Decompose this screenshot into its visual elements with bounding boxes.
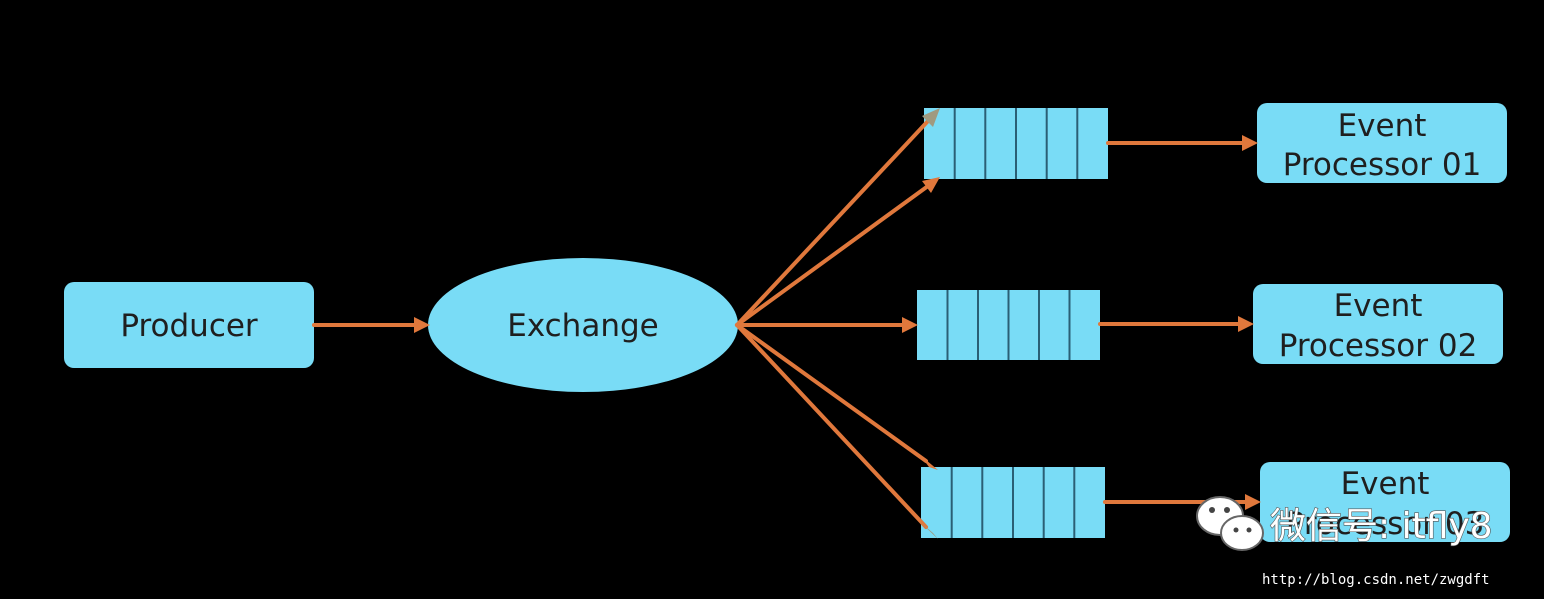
arrowhead-queue1-b bbox=[922, 177, 940, 193]
event-processor-2-line2: Processor 02 bbox=[1279, 328, 1478, 364]
event-processor-2: Event Processor 02 bbox=[1253, 284, 1503, 364]
event-processor-3-line2: Processor 03 bbox=[1286, 506, 1485, 542]
watermark: 微信号: itfly8 http://blog.csdn.net/zwgdft bbox=[1196, 496, 1493, 588]
arrowhead-processor3 bbox=[1245, 494, 1261, 510]
arrow-exchange-queue3-a bbox=[735, 323, 928, 463]
arrowhead-queue3-a bbox=[920, 455, 938, 470]
queue-2 bbox=[917, 290, 1100, 360]
arrowhead-exchange bbox=[414, 317, 430, 333]
event-processor-1-line2: Processor 01 bbox=[1283, 147, 1482, 183]
exchange-label: Exchange bbox=[507, 308, 658, 344]
event-processor-1-line1: Event bbox=[1338, 108, 1427, 144]
arrowhead-queue3-b bbox=[920, 522, 938, 539]
arrowhead-processor2 bbox=[1238, 316, 1254, 332]
event-processor-3: Event Processor 03 bbox=[1260, 462, 1510, 542]
arrowhead-queue2 bbox=[902, 317, 918, 333]
queue-3 bbox=[921, 467, 1105, 538]
arrow-exchange-queue1-a bbox=[735, 119, 930, 327]
watermark-label: 微信号: itfly8 bbox=[1270, 506, 1493, 547]
producer-label: Producer bbox=[120, 308, 258, 344]
event-processor-2-line1: Event bbox=[1334, 288, 1423, 324]
event-processor-3-line1: Event bbox=[1341, 466, 1430, 502]
wechat-icon bbox=[1196, 496, 1264, 551]
event-processor-1: Event Processor 01 bbox=[1257, 103, 1507, 183]
exchange-node: Exchange bbox=[428, 258, 738, 392]
arrowhead-queue1-a bbox=[922, 108, 940, 127]
watermark-url: http://blog.csdn.net/zwgdft bbox=[1262, 572, 1490, 588]
arrow-exchange-queue1-b bbox=[735, 184, 930, 327]
queue-1 bbox=[924, 108, 1108, 179]
arrowhead-processor1 bbox=[1242, 135, 1258, 151]
producer-node: Producer bbox=[64, 282, 314, 368]
arrow-exchange-queue3-b bbox=[735, 323, 928, 529]
